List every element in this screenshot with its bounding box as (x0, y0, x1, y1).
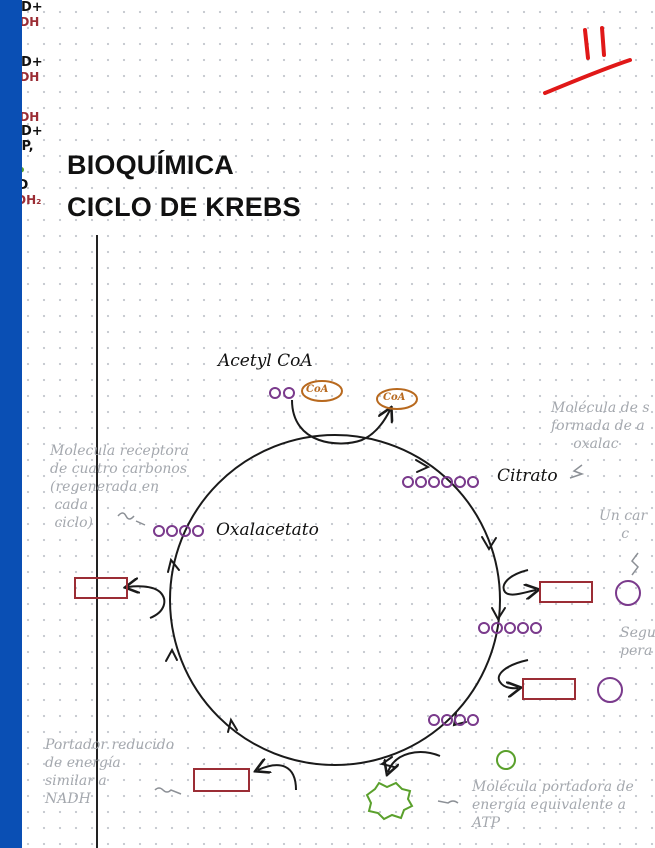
fadh-note: Portador reducido de energía similar a N… (45, 737, 175, 807)
fadh-pointer (154, 787, 182, 795)
cycle-circle (169, 434, 501, 766)
gtp-arrow (388, 751, 441, 772)
fadh2-arrow (258, 765, 297, 791)
carbon-note: Un car c (599, 508, 648, 542)
oxalacetato-molecule (153, 525, 204, 537)
fadh2-box (193, 768, 250, 792)
nadh2-arrow (497, 659, 529, 688)
citrato-molecule (402, 476, 479, 488)
second-note: Segu pera (620, 625, 655, 659)
citrato-label: Citrato (497, 466, 558, 486)
page-title: BIOQUÍMICA (67, 150, 234, 180)
co2-2-circle (597, 677, 623, 703)
acetyl-coa-label: Acetyl CoA (218, 351, 313, 371)
coa-label: CoA (306, 384, 329, 395)
citrato-note: Molécula de s formada de a oxalac (551, 400, 650, 452)
acetyl-coa-molecule (269, 380, 343, 402)
receptor-note: Molecula receptora de cuatro carbonos (r… (50, 443, 189, 531)
page-subtitle: CICLO DE KREBS (67, 192, 301, 222)
margin-line (96, 235, 98, 848)
carbon-pointer (631, 552, 639, 576)
nadh1-box (539, 581, 593, 603)
coa-release-arrow (291, 399, 390, 445)
gtp-burst-icon (365, 781, 414, 821)
nadh-left-box (74, 577, 128, 599)
nadh1-arrow (502, 569, 536, 595)
binder-edge (0, 0, 22, 848)
receptor-pointer (117, 512, 146, 526)
gtp-note: Molécula portadora de energía equivalent… (472, 779, 634, 831)
succinyl-molecule (428, 714, 479, 726)
nadh2-box (522, 678, 576, 700)
oxalacetato-label: Oxalacetato (216, 520, 319, 540)
red-scribble-icon (543, 26, 632, 95)
co2-1-circle (615, 580, 641, 606)
nadh-left-arrow (128, 586, 166, 619)
gtp-pointer (437, 800, 459, 804)
citrato-pointer (569, 464, 585, 479)
coa-released-molecule (376, 388, 418, 410)
pi-circle (496, 750, 516, 770)
ketoglutarate-molecule (478, 622, 542, 634)
coa-released-label: CoA (383, 392, 406, 403)
